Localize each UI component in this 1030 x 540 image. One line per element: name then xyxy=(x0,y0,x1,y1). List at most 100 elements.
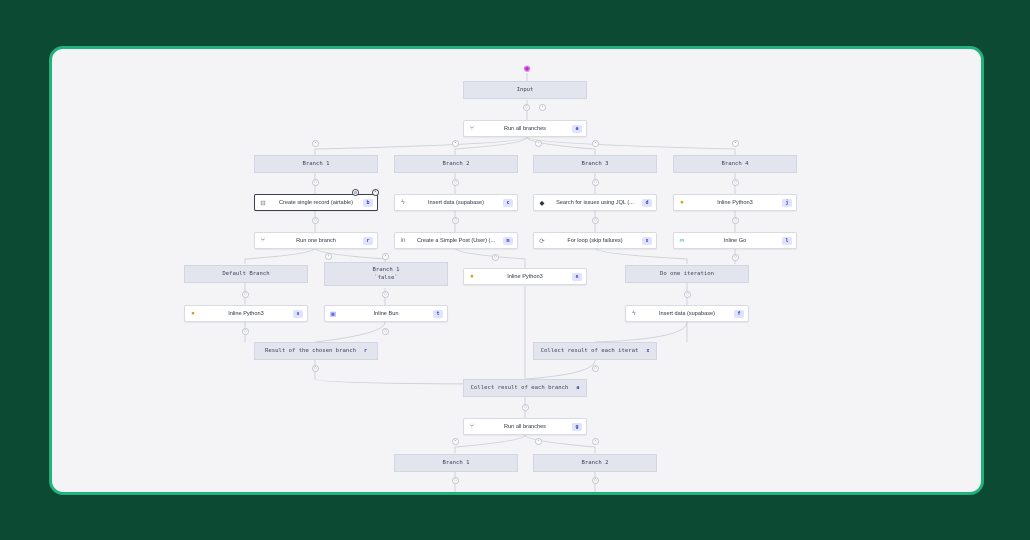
connector-diamond-icon[interactable] xyxy=(452,217,459,224)
step-id-badge: g xyxy=(572,422,582,431)
collect-branch-results-node[interactable]: Collect result of each branch a xyxy=(463,379,587,397)
python-icon: ● xyxy=(680,199,684,206)
branch-1-false-header[interactable]: Branch 1 `false` xyxy=(324,262,448,286)
node-label: Inline Python3 xyxy=(507,273,543,280)
run-all-branches-bottom-node[interactable]: ⑂ Run all branches g xyxy=(463,418,587,435)
connector-diamond-icon[interactable] xyxy=(684,291,691,298)
branch-icon: ⑂ xyxy=(261,237,265,244)
node-label: Run all branches xyxy=(504,125,546,132)
connector-diamond-icon[interactable] xyxy=(592,217,599,224)
connector-diamond-icon[interactable] xyxy=(242,291,249,298)
branch-label: Branch 1 xyxy=(442,460,470,466)
add-branch-icon[interactable] xyxy=(325,253,332,260)
bun-icon: ▣ xyxy=(329,310,337,318)
connector-diamond-icon[interactable] xyxy=(732,179,739,186)
jira-icon: ◆ xyxy=(539,199,545,207)
add-branch-icon[interactable] xyxy=(535,438,542,445)
flow-editor-frame: ✺ Input ⑂ Run all branches a Branch 1 Br… xyxy=(49,46,984,495)
connector-diamond-icon[interactable] xyxy=(382,328,389,335)
branch-4-header[interactable]: Branch 4 xyxy=(673,155,797,173)
connector-diamond-icon[interactable] xyxy=(522,404,529,411)
input-label: Input xyxy=(516,87,534,93)
step-id-badge: r xyxy=(363,348,367,354)
add-step-icon[interactable] xyxy=(539,104,546,111)
collect-iteration-results-node[interactable]: Collect result of each iterat x xyxy=(533,342,657,360)
linkedin-post-node[interactable]: in Create a Simple Post (User) (... m xyxy=(394,232,518,249)
remove-branch-icon[interactable] xyxy=(592,140,599,147)
node-label: Inline Python3 xyxy=(717,199,753,206)
add-branch-icon[interactable] xyxy=(535,140,542,147)
node-label: Create a Simple Post (User) (... xyxy=(416,237,496,244)
flow-canvas[interactable]: ✺ Input ⑂ Run all branches a Branch 1 Br… xyxy=(52,49,981,492)
inline-python-s-node[interactable]: ● Inline Python3 s xyxy=(184,305,308,322)
step-id-badge: d xyxy=(642,198,652,207)
insert-data-supabase-f-node[interactable]: ϟ Insert data (supabase) f xyxy=(625,305,749,322)
node-label: Inline Bun xyxy=(373,310,399,317)
branch-1-header[interactable]: Branch 1 xyxy=(254,155,378,173)
branch-label: Branch 2 xyxy=(581,460,609,466)
branch-2-bottom-header[interactable]: Branch 2 xyxy=(533,454,657,472)
connector-diamond-icon[interactable] xyxy=(312,217,319,224)
step-id-badge: m xyxy=(503,236,513,245)
connector-diamond-icon[interactable] xyxy=(732,217,739,224)
connector-diamond-icon[interactable] xyxy=(523,104,530,111)
step-id-badge: s xyxy=(293,309,303,318)
connector-diamond-icon[interactable] xyxy=(732,254,739,261)
default-branch-header[interactable]: Default Branch xyxy=(184,265,308,283)
node-label: Collect result of each branch xyxy=(470,385,569,391)
remove-branch-icon[interactable] xyxy=(452,438,459,445)
settings-icon[interactable]: ⚙ xyxy=(352,189,359,196)
branch-condition: `false` xyxy=(374,275,398,281)
remove-branch-icon[interactable] xyxy=(382,253,389,260)
branch-label: Branch 4 xyxy=(721,161,749,167)
do-one-iteration-header[interactable]: Do one iteration xyxy=(625,265,749,283)
node-label: Result of the chosen branch xyxy=(265,348,356,354)
step-id-badge: f xyxy=(734,309,744,318)
branch-1-bottom-header[interactable]: Branch 1 xyxy=(394,454,518,472)
inline-bun-node[interactable]: ▣ Inline Bun t xyxy=(324,305,448,322)
connector-diamond-icon[interactable] xyxy=(592,365,599,372)
for-loop-node[interactable]: ⟳ For loop (skip failures) x xyxy=(533,232,657,249)
step-id-badge: l xyxy=(782,236,792,245)
jira-search-node[interactable]: ◆ Search for issues using JQL (... d xyxy=(533,194,657,211)
remove-branch-icon[interactable] xyxy=(592,438,599,445)
branch-all-icon: ⑂ xyxy=(470,423,474,430)
connector-diamond-icon[interactable] xyxy=(452,179,459,186)
run-all-branches-top-node[interactable]: ⑂ Run all branches a xyxy=(463,120,587,137)
remove-branch-icon[interactable] xyxy=(452,140,459,147)
connector-diamond-icon[interactable] xyxy=(452,477,459,484)
connector-diamond-icon[interactable] xyxy=(312,365,319,372)
connector-diamond-icon[interactable] xyxy=(592,179,599,186)
remove-branch-icon[interactable] xyxy=(312,140,319,147)
branch-all-icon: ⑂ xyxy=(470,125,474,132)
branch-2-header[interactable]: Branch 2 xyxy=(394,155,518,173)
step-id-badge: j xyxy=(782,198,792,207)
sparkle-icon[interactable]: ✺ xyxy=(523,63,531,74)
input-node[interactable]: Input xyxy=(463,81,587,99)
supabase-icon: ϟ xyxy=(632,310,636,317)
run-one-branch-node[interactable]: ⑂ Run one branch r xyxy=(254,232,378,249)
result-chosen-branch-node[interactable]: Result of the chosen branch r xyxy=(254,342,378,360)
branch-label: Branch 2 xyxy=(442,161,470,167)
connector-diamond-icon[interactable] xyxy=(592,477,599,484)
step-id-badge: a xyxy=(572,124,582,133)
branch-label: Branch 1 xyxy=(302,161,330,167)
connector-diamond-icon[interactable] xyxy=(492,254,499,261)
branch-3-header[interactable]: Branch 3 xyxy=(533,155,657,173)
node-label: Collect result of each iterat xyxy=(540,348,639,354)
inline-go-node[interactable]: ∞ Inline Go l xyxy=(673,232,797,249)
connector-diamond-icon[interactable] xyxy=(382,291,389,298)
close-icon[interactable] xyxy=(372,189,379,196)
insert-data-supabase-node[interactable]: ϟ Insert data (supabase) c xyxy=(394,194,518,211)
node-label: Insert data (supabase) xyxy=(428,199,484,206)
inline-python-j-node[interactable]: ● Inline Python3 j xyxy=(673,194,797,211)
step-id-badge: t xyxy=(433,309,443,318)
remove-branch-icon[interactable] xyxy=(732,140,739,147)
create-record-airtable-node[interactable]: ⊟ Create single record (airtable) b xyxy=(254,194,378,211)
node-label: Create single record (airtable) xyxy=(279,199,353,206)
connector-diamond-icon[interactable] xyxy=(312,179,319,186)
inline-python-n-node[interactable]: ● Inline Python3 n xyxy=(463,268,587,285)
step-id-badge: n xyxy=(572,272,582,281)
connector-diamond-icon[interactable] xyxy=(242,328,249,335)
step-id-badge: x xyxy=(642,236,652,245)
